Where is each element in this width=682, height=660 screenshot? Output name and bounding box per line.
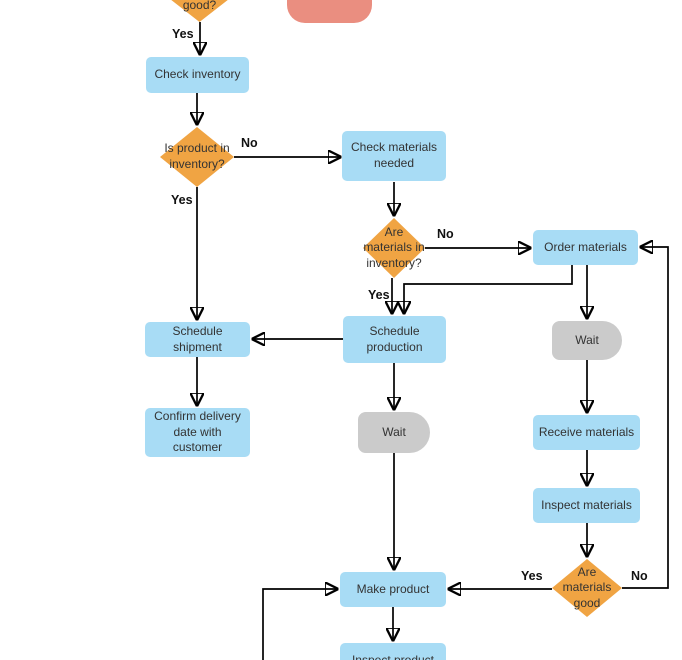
- edge-order-materials-to-schedule-production: [404, 265, 573, 313]
- node-label: Inspect materials: [541, 497, 632, 512]
- delay-wait-materials: Wait: [552, 321, 622, 360]
- process-make-product: Make product: [340, 572, 446, 607]
- edge-label-yes-product-in-inventory: Yes: [171, 193, 193, 207]
- decision-is-product-in-inventory: Is product in inventory?: [160, 127, 234, 187]
- node-label: Are materials in inventory?: [363, 224, 425, 270]
- delay-wait-production: Wait: [358, 412, 430, 453]
- edge-label-yes-materials-good: Yes: [521, 569, 543, 583]
- decision-are-materials-in-inventory: Are materials in inventory?: [363, 218, 425, 278]
- edge-label-yes-materials-in-inventory: Yes: [368, 288, 390, 302]
- node-label: Make product: [356, 581, 430, 596]
- node-label: Check materials needed: [350, 140, 438, 170]
- node-label: Order materials: [544, 239, 627, 254]
- node-label: Are materials good: [562, 564, 612, 610]
- node-label: Receive materials: [538, 424, 635, 439]
- decision-are-materials-good: Are materials good: [552, 559, 622, 617]
- node-label: Inspect product: [351, 652, 435, 660]
- node-label: Is product in inventory?: [164, 141, 230, 171]
- process-confirm-delivery-date: Confirm delivery date with customer: [145, 408, 250, 457]
- node-label: Schedule shipment: [172, 323, 223, 354]
- decision-is-product-good: good?: [161, 0, 238, 22]
- node-label: Confirm delivery date with customer: [154, 409, 241, 455]
- edge-label-no-product-in-inventory: No: [241, 136, 258, 150]
- edge-loop-to-make-product-left: [262, 589, 337, 660]
- node-label: Wait: [575, 332, 599, 347]
- process-check-inventory: Check inventory: [146, 57, 249, 93]
- process-check-materials-needed: Check materials needed: [342, 131, 446, 181]
- process-schedule-shipment: Schedule shipment: [145, 322, 250, 357]
- terminator-end-node: [287, 0, 372, 23]
- edge-label-yes-product-good: Yes: [172, 27, 194, 41]
- process-schedule-production: Schedule production: [343, 316, 446, 363]
- edge-label-no-materials-in-inventory: No: [437, 227, 454, 241]
- edge-label-no-materials-good: No: [631, 569, 648, 583]
- process-order-materials: Order materials: [533, 230, 638, 265]
- process-inspect-materials: Inspect materials: [533, 488, 640, 523]
- node-label: Wait: [382, 424, 406, 439]
- node-label: Schedule production: [366, 323, 423, 354]
- edge-materials-good-no-to-order-materials: [622, 247, 669, 589]
- process-receive-materials: Receive materials: [533, 415, 640, 450]
- node-label: Check inventory: [154, 67, 241, 82]
- process-inspect-product: Inspect product: [340, 643, 446, 660]
- node-label: good?: [182, 0, 217, 12]
